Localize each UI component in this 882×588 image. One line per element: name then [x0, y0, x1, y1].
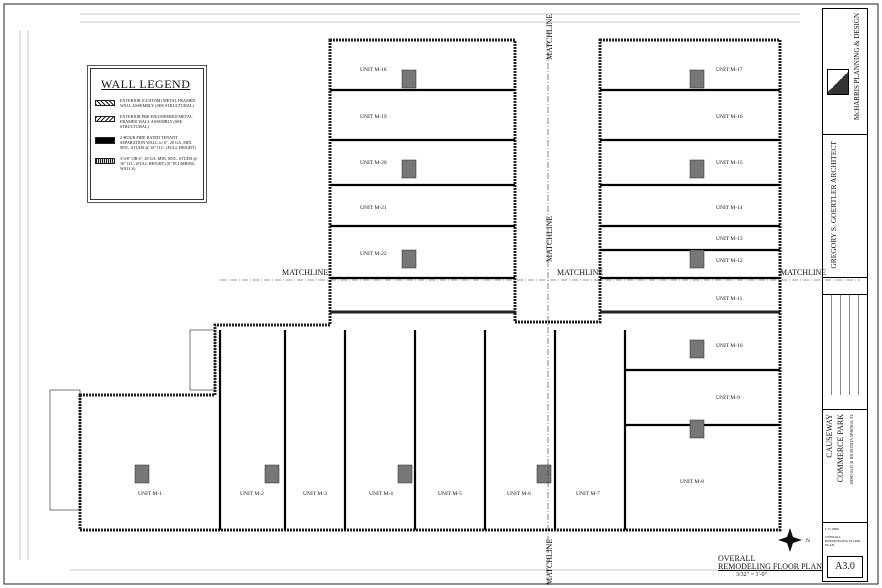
legend-title: WALL LEGEND [101, 77, 191, 91]
divider [823, 277, 867, 278]
firm-logo: McHARRIS PLANNING & DESIGN [853, 13, 861, 121]
solid-swatch [95, 137, 115, 144]
unit-label: UNIT M-21 [360, 205, 387, 211]
unit-label: UNIT M-15 [716, 160, 743, 166]
restroom-fixtures [134, 69, 705, 484]
north-arrow-icon [778, 528, 802, 552]
legend-text: 3-5/8" OR 6", 20 GA. MIN. MTL. STUDS @ 1… [120, 156, 198, 171]
restroom-icon [689, 69, 705, 89]
restroom-icon [397, 464, 413, 484]
project-name: CAUSEWAY [825, 414, 834, 458]
unit-label: UNIT M-17 [716, 67, 743, 73]
plan-title-line1: OVERALL [718, 554, 756, 563]
unit-label: UNIT M-13 [716, 236, 743, 242]
legend-item: 3-5/8" OR 6", 20 GA. MIN. MTL. STUDS @ 1… [95, 156, 199, 171]
restroom-icon [689, 339, 705, 359]
unit-label: UNIT M-6 [507, 491, 531, 497]
unit-label: UNIT M-18 [360, 67, 387, 73]
firm-logo-box: McHARRIS PLANNING & DESIGN [823, 9, 867, 135]
unit-label: UNIT M-9 [716, 395, 740, 401]
logo-graphic [827, 69, 849, 95]
matchline-label: MATCHLINE [545, 14, 554, 60]
unit-label: UNIT M-16 [716, 114, 743, 120]
legend-text: EXTERIOR PRE-ENGINEERED METAL FRAMED WAL… [120, 114, 193, 129]
restroom-icon [134, 464, 150, 484]
restroom-icon [264, 464, 280, 484]
matchline-label: MATCHLINE [545, 216, 554, 262]
architect-name: GREGORY S. GOERTLER ARCHITECT [829, 141, 838, 269]
unit-label: UNIT M-5 [438, 491, 462, 497]
dimension-lines [19, 13, 800, 571]
plan-scale: 3/32" = 1'-0" [736, 572, 768, 578]
sheet-border [3, 3, 879, 585]
matchline-label: MATCHLINE [282, 268, 328, 277]
legend-item: 2-HOUR FIRE RATED TENANT SEPARATION WALL… [95, 135, 199, 150]
legend-item: EXTERIOR PRE-ENGINEERED METAL FRAMED WAL… [95, 114, 199, 129]
unit-label: UNIT M-22 [360, 251, 387, 257]
project-box: CAUSEWAY COMMERCE PARK 28090 OLD 41 RD B… [823, 409, 867, 523]
hatch-swatch [95, 116, 115, 122]
building-walls [49, 38, 782, 532]
restroom-icon [401, 69, 417, 89]
unit-label: UNIT M-11 [716, 296, 743, 302]
unit-label: UNIT M-19 [360, 114, 387, 120]
restroom-icon [401, 159, 417, 179]
legend-text: EXTERIOR (CUSTOM) METAL FRAMED WALL ASSE… [120, 98, 196, 108]
plan-title-line2: REMODELING FLOOR PLAN [718, 562, 822, 571]
unit-label: UNIT M-3 [303, 491, 327, 497]
hatch-swatch [95, 158, 115, 164]
unit-label: UNIT M-1 [138, 491, 162, 497]
unit-label: UNIT M-4 [369, 491, 393, 497]
tenant-separation-walls [218, 88, 780, 530]
unit-label: UNIT M-20 [360, 160, 387, 166]
plan-title: OVERALL REMODELING FLOOR PLAN [718, 555, 822, 571]
legend-item: EXTERIOR (CUSTOM) METAL FRAMED WALL ASSE… [95, 98, 199, 108]
title-block: McHARRIS PLANNING & DESIGN GREGORY S. GO… [822, 8, 868, 582]
matchline-label: MATCHLINE [545, 539, 554, 585]
matchlines [220, 30, 860, 585]
north-label: N [806, 538, 810, 544]
matchline-label: MATCHLINE [557, 268, 603, 277]
restroom-icon [401, 249, 417, 269]
sheet-title: OVERALL REMODELING FLOOR PLAN [825, 535, 861, 547]
unit-label: UNIT M-2 [240, 491, 264, 497]
restroom-icon [689, 249, 705, 269]
revision-table [823, 294, 867, 395]
legend-text: 2-HOUR FIRE RATED TENANT SEPARATION WALL… [120, 135, 196, 150]
unit-label: UNIT M-10 [716, 343, 743, 349]
unit-label: UNIT M-14 [716, 205, 743, 211]
sheet-number: A3.0 [827, 556, 863, 578]
unit-label: UNIT M-12 [716, 258, 743, 264]
hatch-swatch [95, 100, 115, 106]
unit-label: UNIT M-8 [680, 479, 704, 485]
project-name: COMMERCE PARK [836, 414, 845, 483]
project-number: C17-0600 [825, 527, 839, 531]
restroom-icon [689, 419, 705, 439]
restroom-icon [689, 159, 705, 179]
project-address: 28090 OLD 41 RD BONITA SPRINGS, FL [849, 414, 854, 485]
restroom-icon [536, 464, 552, 484]
matchline-label: MATCHLINE [780, 268, 826, 277]
unit-label: UNIT M-7 [576, 491, 600, 497]
wall-legend: WALL LEGEND EXTERIOR (CUSTOM) METAL FRAM… [90, 68, 204, 200]
